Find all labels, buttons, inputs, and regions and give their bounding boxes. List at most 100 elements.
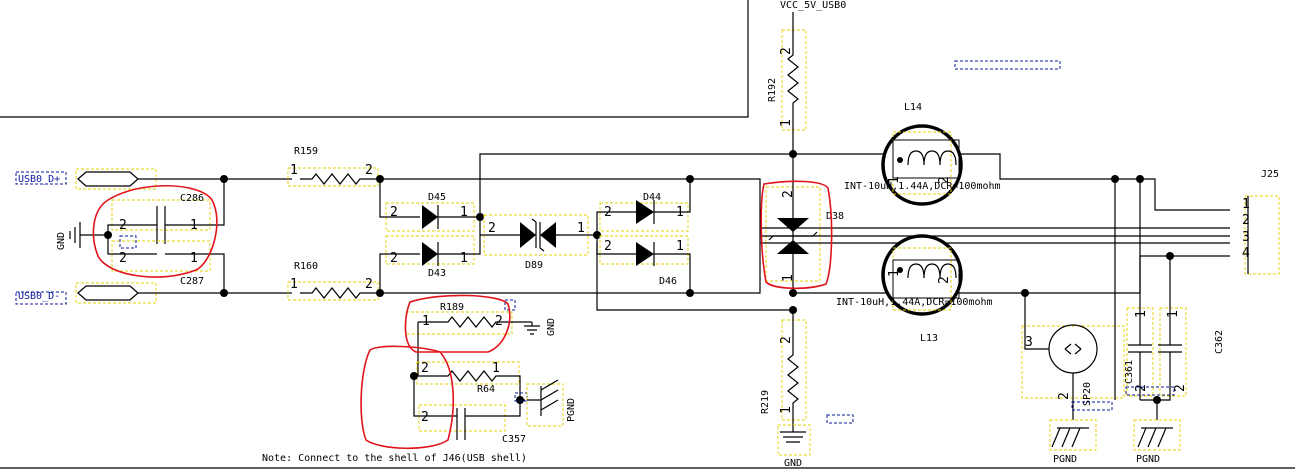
- svg-text:1: 1: [492, 361, 500, 376]
- capacitor-c286[interactable]: 2 1 C286: [107, 179, 225, 244]
- net-label-usb-dp: USB0_D+: [18, 174, 60, 185]
- value-l13: INT-10uH,1.44A,DCR=100mohm: [836, 297, 993, 308]
- svg-text:2: 2: [1134, 384, 1149, 392]
- frame-border: [0, 0, 749, 118]
- wire-vbus: [793, 153, 1230, 211]
- tvs-diode-d38[interactable]: 2 1 D38: [760, 154, 1230, 293]
- svg-text:2: 2: [365, 163, 373, 178]
- pgnd-symbol-sp20: PGND: [1049, 419, 1097, 465]
- port-usb-dm[interactable]: USB0_D-: [15, 282, 157, 305]
- svg-text:1: 1: [779, 406, 794, 414]
- connector-j25[interactable]: 1 2 3 4 J25: [1242, 169, 1280, 275]
- svg-text:1: 1: [676, 205, 684, 220]
- svg-text:2: 2: [495, 314, 503, 329]
- svg-text:2: 2: [390, 205, 398, 220]
- svg-text:2: 2: [1242, 213, 1250, 228]
- refdes-sp20: SP20: [1082, 382, 1093, 406]
- value-l14: INT-10uH,1.44A,DCR=100mohm: [844, 181, 1001, 192]
- svg-text:1: 1: [422, 314, 430, 329]
- svg-text:PGND: PGND: [566, 398, 577, 422]
- svg-text:2: 2: [119, 218, 127, 233]
- refdes-r160: R160: [294, 261, 318, 272]
- wire-gnd-line: [793, 255, 1230, 294]
- diode-d44[interactable]: 2 1 D44: [596, 179, 691, 235]
- svg-text:1: 1: [1134, 310, 1149, 318]
- inductor-l13[interactable]: 1 2 L13 INT-10uH,1.44A,DCR=100mohm: [836, 234, 993, 344]
- svg-text:2: 2: [365, 277, 373, 292]
- refdes-j25: J25: [1261, 169, 1279, 180]
- refdes-r192: R192: [767, 78, 778, 102]
- diode-d43[interactable]: 2 1 D43: [379, 217, 481, 293]
- svg-text:1: 1: [460, 251, 468, 266]
- capacitor-c361[interactable]: 1 2 C361: [1124, 179, 1154, 400]
- wire-bottom-rail: [596, 243, 793, 311]
- svg-text:PGND: PGND: [1136, 454, 1160, 465]
- refdes-d44: D44: [643, 192, 661, 203]
- refdes-r219: R219: [760, 390, 771, 414]
- svg-text:1: 1: [1242, 197, 1250, 212]
- svg-text:2: 2: [1173, 384, 1188, 392]
- gnd-symbol-left: GND: [56, 222, 108, 250]
- svg-text:1: 1: [1166, 310, 1181, 318]
- net-label-usb-dm: USB0_D-: [18, 291, 60, 302]
- spark-gap-sp20[interactable]: 3 2 SP20: [1021, 293, 1125, 420]
- svg-text:2: 2: [937, 276, 952, 284]
- tvs-diode-d89[interactable]: 2 1 D89: [480, 214, 597, 271]
- refdes-d89: D89: [525, 260, 543, 271]
- refdes-d43: D43: [428, 268, 446, 279]
- pgnd-symbol-caps: PGND: [1133, 400, 1181, 465]
- svg-text:2: 2: [119, 251, 127, 266]
- refdes-c287: C287: [180, 276, 204, 287]
- red-markup-annotations: [92, 180, 833, 450]
- resistor-r159[interactable]: 1 2 R159: [287, 146, 380, 187]
- svg-text:2: 2: [421, 410, 429, 425]
- port-usb-dp[interactable]: USB0_D+: [15, 168, 157, 190]
- svg-text:1: 1: [887, 176, 902, 184]
- svg-text:2: 2: [779, 336, 794, 344]
- svg-text:4: 4: [1242, 246, 1250, 261]
- resistor-r192[interactable]: 2 1 R192: [767, 12, 807, 154]
- pgnd-symbol-r64: PGND: [526, 379, 577, 427]
- refdes-d45: D45: [428, 192, 446, 203]
- wire-top-rail: [479, 153, 793, 217]
- resistor-r219[interactable]: 2 1 R219: [760, 310, 807, 432]
- capacitor-c287[interactable]: 2 1 C287: [107, 235, 225, 293]
- svg-text:1: 1: [460, 205, 468, 220]
- refdes-d38: D38: [826, 211, 844, 222]
- capacitor-c357[interactable]: 2 C357: [413, 376, 526, 445]
- svg-text:2: 2: [781, 190, 796, 198]
- svg-text:3: 3: [1242, 230, 1250, 245]
- refdes-l14: L14: [904, 102, 922, 113]
- gnd-symbol-r189: GND: [504, 299, 557, 336]
- diode-d45[interactable]: 2 1 D45: [379, 179, 480, 232]
- svg-text:1: 1: [779, 119, 794, 127]
- resistor-r160[interactable]: 1 2 R160: [287, 261, 380, 301]
- refdes-c357: C357: [502, 434, 526, 445]
- diode-d46[interactable]: 2 1 D46: [596, 235, 691, 293]
- svg-text:2: 2: [604, 239, 612, 254]
- refdes-d46: D46: [659, 276, 677, 287]
- svg-text:1: 1: [887, 269, 902, 277]
- refdes-r159: R159: [294, 146, 318, 157]
- svg-text:2: 2: [604, 205, 612, 220]
- resistor-r64[interactable]: 2 1 R64: [414, 361, 525, 401]
- svg-text:1: 1: [290, 163, 298, 178]
- refdes-c286: C286: [180, 193, 204, 204]
- svg-text:1: 1: [190, 251, 198, 266]
- resistor-r189[interactable]: 1 2 R189: [405, 302, 532, 376]
- svg-text:GND: GND: [546, 318, 557, 336]
- inductor-l14[interactable]: 1 2 L14 INT-10uH,1.44A,DCR=100mohm: [844, 102, 1001, 206]
- svg-text:1: 1: [781, 274, 796, 282]
- svg-text:1: 1: [290, 277, 298, 292]
- port-marker-top: [954, 60, 1061, 70]
- svg-text:2: 2: [1057, 392, 1072, 400]
- capacitor-c362[interactable]: 1 2 C362: [1140, 256, 1225, 401]
- svg-text:2: 2: [937, 176, 952, 184]
- svg-text:2: 2: [421, 361, 429, 376]
- gnd-symbol-bottom: GND: [777, 424, 811, 469]
- svg-text:GND: GND: [784, 458, 802, 469]
- svg-text:2: 2: [779, 47, 794, 55]
- svg-text:2: 2: [488, 221, 496, 236]
- note-text: Note: Connect to the shell of J46(USB sh…: [262, 453, 527, 464]
- net-label-vcc: VCC_5V_USB0: [780, 0, 846, 11]
